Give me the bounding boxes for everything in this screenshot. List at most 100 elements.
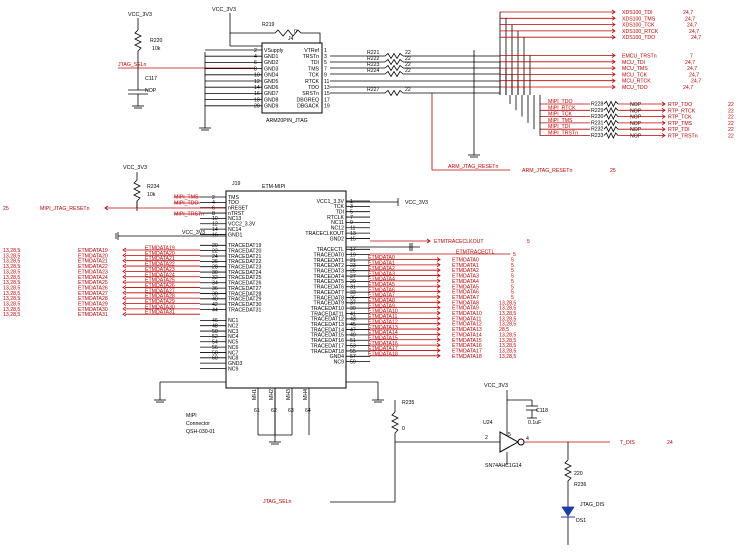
etm-left-label: ETMDATA20 [78, 253, 108, 259]
etm-left-label: ETMDATA26 [78, 285, 108, 291]
j19-mh-num: 62 [271, 408, 277, 414]
etm-left-arrow [122, 290, 127, 296]
etm-right-arrow [436, 316, 441, 321]
tdis-label: T_DIS [620, 440, 635, 446]
j19-mh-label: MH1 [252, 389, 258, 400]
mipi-rtp-page: 22 [728, 121, 734, 127]
etm-left-page: 13,28,5 [3, 275, 20, 281]
etm-right-page: 13,28,5 [499, 343, 516, 349]
j19-left-num: 12 [212, 222, 218, 228]
j19-right-num: 39 [350, 306, 356, 312]
j19-right-num: 29 [350, 279, 356, 285]
jtag-out-arrow [611, 65, 616, 71]
etm-left-label: ETMDATA23 [78, 269, 108, 275]
etm-left-page: 13,28,5 [3, 291, 20, 297]
j19-mh-num: 61 [254, 408, 260, 414]
etm-left-page: 13,28,5 [3, 307, 20, 313]
etm-clk-label: ETMTRACECLKOUT [434, 239, 484, 245]
j19-right-num: 19 [350, 252, 356, 258]
j19-left-pin: NC6 [228, 345, 238, 351]
j19-right-num: 17 [350, 247, 356, 253]
etm-right-page: 5 [511, 274, 514, 280]
j4-left-num: 6 [254, 60, 257, 66]
j19-left-pin: GND1 [228, 232, 243, 238]
etm-left-wire-label: ETMDATA20 [145, 251, 175, 257]
etm-right-wire-label: ETMDATA11 [368, 314, 398, 320]
etm-left-arrow [122, 269, 127, 274]
etm-right-arrow [436, 299, 441, 305]
j19-right-num: 5 [350, 210, 353, 216]
etm-right-page: 13,28,5 [499, 311, 516, 317]
etm-left-arrow [122, 274, 127, 280]
jtag-out-arrow [611, 84, 616, 90]
arm-jtag-reset: ARM_JTAG_RESETn ARM_JTAG_RESETn 25 [431, 50, 616, 174]
etm-left-wire-label: ETMDATA22 [145, 262, 175, 268]
mipi-jtag-ref: R233 [591, 133, 604, 139]
etm-right-arrow [436, 262, 441, 268]
j19-left-num: 8 [212, 211, 215, 217]
j4-right-num: 15 [324, 91, 330, 97]
etm-right-label: ETMDATA1 [452, 263, 479, 269]
tdis-page: 24 [667, 440, 673, 446]
etm-left-wire-label: ETMDATA25 [145, 278, 175, 284]
jtag-out-label: MCU_TMS [622, 66, 648, 72]
j19-left-pin: TRACEDAT29 [228, 297, 261, 303]
j4-left-num: 18 [254, 97, 260, 103]
etm-left-arrow [122, 247, 127, 253]
j19-right-num: 15 [350, 236, 356, 242]
etm-left-arrow [122, 285, 127, 290]
etm-right-wire-label: ETMDATA3 [368, 271, 395, 277]
mipi-jtag-ref: R231 [591, 120, 604, 126]
j19-right-pin: NC9 [334, 359, 344, 365]
etm-right-arrow [436, 267, 441, 273]
j19-right-num: 55 [350, 349, 356, 355]
etm-right-page: 13,28,5 [499, 322, 516, 328]
mipi-jtag-nop: NOP [630, 127, 642, 133]
c118-ref: C118 [536, 408, 548, 414]
mipi-rtp-label: RTP_TMS [668, 121, 693, 127]
j19-left-pin: NC14 [228, 227, 241, 233]
mipi-jtag-nop: NOP [630, 115, 642, 121]
etm-right-wire-label: ETMDATA5 [368, 282, 395, 288]
jtag-out-label: XDS100_TDO [622, 35, 655, 41]
j19-right-num: 41 [350, 311, 356, 317]
mipi-rtp-label: RTP_TCK [668, 115, 692, 121]
jtag-out-page: 24,7 [685, 60, 695, 66]
j19-left-num: 34 [212, 281, 218, 287]
mipi-rtp-page: 22 [728, 115, 734, 121]
j19-right-num: 25 [350, 269, 356, 275]
r235-val: 0 [402, 426, 405, 432]
ds1-ref: DS1 [576, 518, 586, 524]
j4-right-pin: TDI [311, 60, 319, 66]
j19-left-num: 46 [212, 318, 218, 324]
jtag-res-val: 22 [405, 56, 411, 62]
j4-right-num: 1 [324, 48, 327, 54]
j19-right-pin: TRACEDAT5 [314, 279, 345, 285]
mipi-jtag-arrow [661, 120, 666, 126]
j19-mh-label: MH3 [286, 389, 292, 400]
etm-left-label: ETMDATA19 [78, 248, 108, 254]
etm-right-wire-label: ETMDATA16 [368, 341, 398, 347]
jtag-out-page: 7 [690, 54, 693, 60]
arm-reset-page: 25 [610, 168, 616, 174]
u24-ref: U24 [483, 420, 493, 426]
etm-right-label: ETMDATA9 [452, 306, 479, 312]
j19-right-num: 23 [350, 263, 356, 269]
etm-right-label: ETMDATA8 [452, 300, 479, 306]
etm-left-wire-label: ETMDATA30 [145, 304, 175, 310]
j19-left-num: 26 [212, 259, 218, 265]
j19-right-pin: GND2 [330, 236, 345, 242]
j4-right-num: 5 [324, 60, 327, 66]
etm-left-wire-label: ETMDATA23 [145, 267, 175, 273]
etm-right-arrow [436, 305, 441, 310]
j4-left-pin: GND1 [264, 54, 279, 60]
etm-left-arrow [122, 253, 127, 258]
etm-left-page: 13,28,5 [3, 312, 20, 318]
jtag-out-page: 24,7 [691, 35, 701, 41]
jtag-out-arrow [611, 72, 616, 77]
j19-right-pin: RTCLK [327, 215, 344, 221]
j19-right-num: 43 [350, 317, 356, 323]
u24-buffer: VCC_3V3 C118 0.1uF U24 SN74AHC1G14 5 2 4… [263, 383, 673, 545]
